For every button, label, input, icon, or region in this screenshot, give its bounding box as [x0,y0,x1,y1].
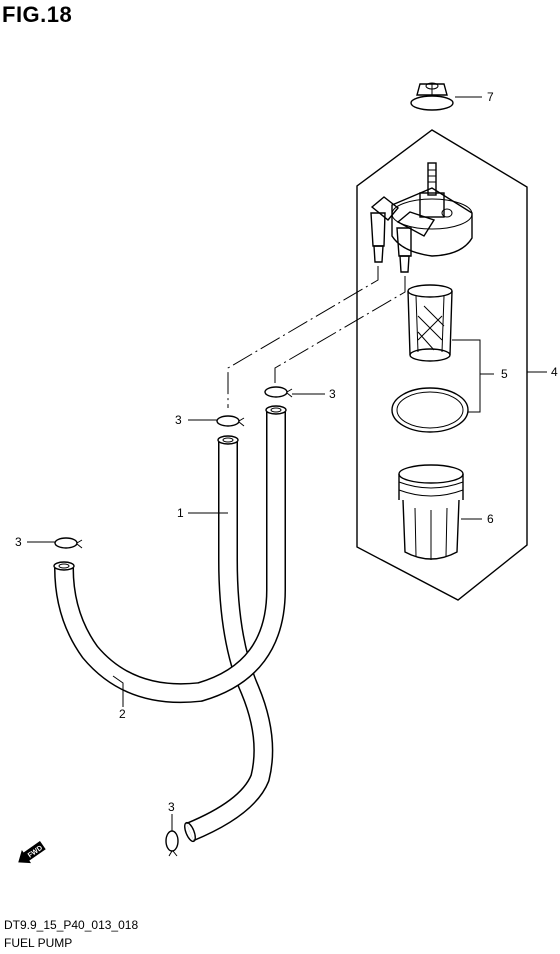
o-ring-part [391,387,469,433]
fwd-arrow-icon: FWD [18,841,46,864]
callout-4: 4 [551,365,558,379]
flange-nut-part [410,82,454,111]
callout-3-upper-right: 3 [329,387,336,401]
hose-clip-bottom [165,830,179,857]
fwd-label: FWD [27,845,44,860]
callout-1: 1 [177,506,184,520]
fuel-pump-body-part [370,162,473,273]
leader-line-5 [452,339,481,413]
hose-clip-upper-right [264,386,293,398]
drawing-code: DT9.9_15_P40_013_018 [4,918,139,932]
fuel-hose-long-part [184,435,274,843]
filter-cup-part [398,464,464,560]
hose-clip-left [54,537,83,549]
callout-3-upper-left: 3 [175,413,182,427]
callout-5: 5 [501,367,508,381]
leader-line-2 [112,675,124,707]
figure-title: FIG.18 [2,2,73,27]
filter-screen-part [407,284,453,362]
callout-6: 6 [487,512,494,526]
callout-7: 7 [487,90,494,104]
figure-caption: FUEL PUMP [4,936,73,950]
callout-3-left: 3 [15,535,22,549]
callout-3-bottom: 3 [168,800,175,814]
hose-clip-upper-left [216,415,245,427]
assembly-boundary [356,129,528,601]
callout-2: 2 [119,707,126,721]
connection-line-right [274,276,406,383]
connection-line-left [227,266,379,408]
fuel-hose-u-part [53,405,287,704]
